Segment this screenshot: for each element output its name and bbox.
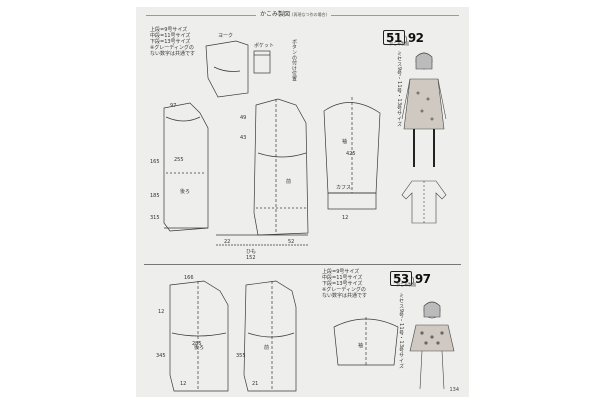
dim-label: 21 bbox=[252, 381, 258, 387]
cuff-piece bbox=[327, 192, 377, 210]
badge-caption: かこみ製図 bbox=[389, 41, 409, 46]
size-note: 中段=11号サイズ bbox=[150, 33, 191, 39]
size-note: 下段=13号サイズ bbox=[322, 281, 363, 287]
dim-label: 22 bbox=[224, 239, 230, 245]
dim-label: 152 bbox=[246, 255, 256, 261]
label-front: 前 bbox=[264, 344, 269, 351]
dim-label: 97 bbox=[170, 103, 176, 109]
pattern-diagram-53: 後ろ 前 袖 166 12 345 285 12 21 355 bbox=[156, 275, 399, 392]
yoke-piece bbox=[205, 40, 249, 98]
button-position-label: ボタンの付け位置 bbox=[291, 39, 297, 82]
label-back: 後ろ bbox=[194, 344, 204, 351]
badge-number-left: 53 bbox=[393, 272, 409, 286]
sleeve-piece bbox=[333, 318, 399, 366]
size-note: 上段=9号サイズ bbox=[150, 27, 188, 33]
size-notes-53: 上段=9号サイズ 中段=11号サイズ 下段=13号サイズ ※グレーディングの な… bbox=[322, 269, 367, 299]
pattern-badge-53: 53⟩97 かこみ製図 bbox=[390, 268, 431, 287]
label-yoke: ヨーク bbox=[218, 33, 233, 39]
label-himo: ひも bbox=[246, 249, 256, 255]
arrow-icon: ⟩ bbox=[404, 35, 408, 44]
dim-label: 285 bbox=[192, 341, 202, 347]
dim-label: 425 bbox=[346, 151, 356, 157]
arrow-icon: ⟩ bbox=[411, 276, 415, 285]
dim-label: 49 bbox=[240, 115, 246, 121]
size-notes-51: 上段=9号サイズ 中段=11号サイズ 下段=13号サイズ ※グレーディングの な… bbox=[150, 27, 195, 57]
dim-label: 255 bbox=[174, 157, 184, 163]
section-divider bbox=[144, 264, 461, 265]
back-piece bbox=[163, 102, 209, 232]
size-note: ない数字は共通です bbox=[150, 51, 196, 57]
badge-box: 53 bbox=[390, 271, 412, 286]
back-piece bbox=[169, 280, 229, 392]
size-note: 上段=9号サイズ bbox=[322, 269, 360, 275]
dim-label: 355 bbox=[236, 353, 246, 359]
badge-caption: かこみ製図 bbox=[396, 282, 416, 287]
label-front: 前 bbox=[286, 178, 291, 185]
size-note: ※グレーディングの bbox=[322, 287, 366, 293]
size-note: ない数字は共通です bbox=[322, 293, 368, 299]
dim-label: 52 bbox=[288, 239, 294, 245]
size-note: ※グレーディングの bbox=[150, 45, 194, 51]
pattern-page: かこみ製図 (再現なつ作の場合) 上段=9号サイズ 中段=11号サイズ 下段=1… bbox=[136, 7, 469, 397]
dim-label: 43 bbox=[240, 135, 246, 141]
page-number: 134 bbox=[449, 387, 459, 393]
pattern-badge-51: 51⟩92 かこみ製図 bbox=[383, 27, 424, 46]
page-title-text: かこみ製図 bbox=[260, 11, 291, 18]
dim-label: 315 bbox=[150, 215, 160, 221]
front-piece bbox=[243, 280, 297, 392]
size-vertical-53: ミセス9号・11号・13号サイズ bbox=[398, 293, 404, 369]
garment-illustration-51 bbox=[401, 52, 447, 167]
dim-label: 345 bbox=[156, 353, 166, 359]
dim-label: 185 bbox=[150, 193, 160, 199]
label-sleeve: 袖 bbox=[342, 138, 347, 145]
badge-number-left: 51 bbox=[386, 31, 402, 45]
sleeve-piece bbox=[323, 102, 381, 194]
size-note: 下段=13号サイズ bbox=[150, 39, 191, 45]
flat-sketch-51 bbox=[401, 180, 447, 224]
size-vertical-51: ミセス9号・11号・13号サイズ bbox=[396, 51, 402, 127]
dim-label: 12 bbox=[342, 215, 348, 221]
label-back: 後ろ bbox=[180, 188, 190, 195]
dim-label: 12 bbox=[180, 381, 186, 387]
label-pocket: ポケット bbox=[254, 42, 274, 49]
badge-number-right: 97 bbox=[414, 272, 431, 286]
pattern-diagram-51: ヨーク ポケット 後ろ 前 袖 カフス ひも 97 165 185 315 25… bbox=[150, 33, 381, 261]
page-title: かこみ製図 (再現なつ作の場合) bbox=[256, 9, 332, 18]
dim-label: 165 bbox=[150, 159, 160, 165]
garment-illustration-53 bbox=[409, 301, 455, 390]
badge-box: 51 bbox=[383, 30, 405, 45]
badge-number-right: 92 bbox=[407, 31, 424, 45]
label-sleeve: 袖 bbox=[358, 342, 363, 349]
page-subtitle: (再現なつ作の場合) bbox=[291, 12, 328, 17]
dim-label: 166 bbox=[184, 275, 194, 281]
dim-label: 12 bbox=[158, 309, 164, 315]
front-piece bbox=[253, 98, 309, 236]
pocket-piece bbox=[253, 50, 271, 74]
size-note: 中段=11号サイズ bbox=[322, 275, 363, 281]
label-cuffs: カフス bbox=[336, 185, 351, 191]
page-header: かこみ製図 (再現なつ作の場合) bbox=[136, 7, 469, 23]
